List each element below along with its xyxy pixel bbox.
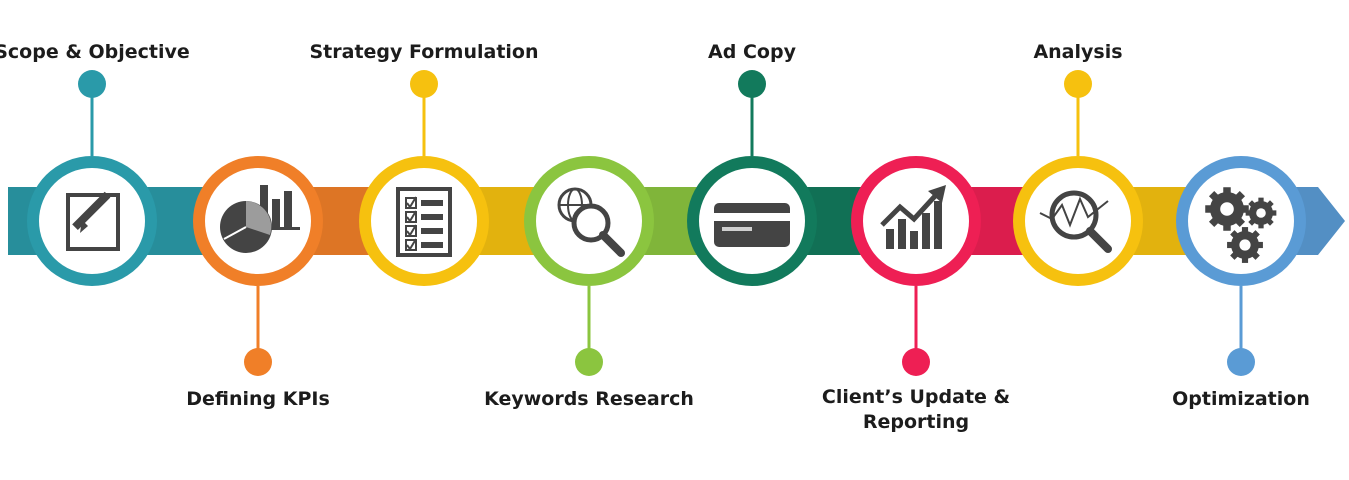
connector-dot (1227, 348, 1255, 376)
connector-dot (902, 348, 930, 376)
gears-icon (1205, 187, 1277, 263)
connector-1 (78, 70, 106, 156)
step-label-8: Optimization (1172, 388, 1310, 410)
step-core (39, 168, 145, 274)
analysis-magnifier-icon (1039, 190, 1112, 253)
step-label-6: Client’s Update &Reporting (822, 386, 1010, 433)
step-5 (687, 156, 817, 286)
connector-dot (78, 70, 106, 98)
connector-2 (244, 286, 272, 376)
connector-dot (1064, 70, 1092, 98)
step-3 (359, 156, 489, 286)
step-2 (193, 156, 323, 286)
card-icon (714, 203, 790, 247)
globe-search-icon (557, 187, 625, 257)
checklist-icon (396, 187, 452, 257)
step-circles (27, 156, 1306, 286)
step-label-7: Analysis (1033, 41, 1122, 63)
step-label-1: Scope & Objective (0, 41, 190, 63)
connector-7 (1064, 70, 1092, 156)
connector-6 (902, 286, 930, 376)
connector-dot (738, 70, 766, 98)
connector-8 (1227, 286, 1255, 376)
connector-dot (575, 348, 603, 376)
step-8 (1176, 156, 1306, 286)
step-label-2: Defining KPIs (186, 388, 330, 410)
connector-dot (244, 348, 272, 376)
step-core (371, 168, 477, 274)
step-7 (1013, 156, 1143, 286)
growth-chart-icon (880, 185, 946, 249)
pie-chart-icon (220, 185, 300, 253)
connector-4 (575, 286, 603, 376)
connector-dot (410, 70, 438, 98)
edit-icon (66, 191, 120, 251)
step-label-3: Strategy Formulation (310, 41, 539, 63)
connectors (78, 70, 1255, 376)
connector-3 (410, 70, 438, 156)
step-core (863, 168, 969, 274)
step-4 (524, 156, 654, 286)
connector-5 (738, 70, 766, 156)
step-label-4: Keywords Research (484, 388, 694, 410)
step-label-5: Ad Copy (708, 41, 797, 63)
step-1 (27, 156, 157, 286)
step-6 (851, 156, 981, 286)
